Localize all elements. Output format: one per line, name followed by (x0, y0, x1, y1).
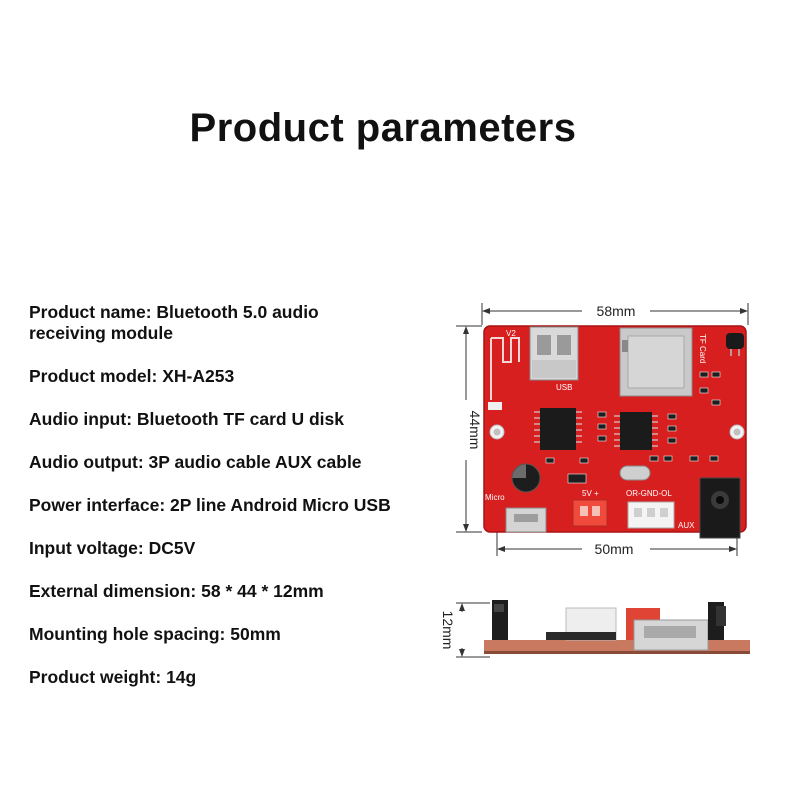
power-label: 5V + (582, 489, 599, 498)
crystal-oscillator (619, 465, 651, 481)
spec-product-model: Product model: XH-A253 (29, 366, 235, 386)
micro-label: Micro (485, 493, 505, 502)
version-label: V2 (506, 329, 516, 338)
width-label: 58mm (597, 303, 636, 319)
ir-receiver (726, 333, 744, 356)
spec-product-weight: Product weight: 14g (29, 667, 197, 687)
power-header (572, 499, 608, 527)
thickness-dimension (456, 602, 490, 658)
spec-external-dimension: External dimension: 58 * 44 * 12mm (29, 581, 324, 601)
amp-ic (620, 412, 652, 450)
main-ic (540, 408, 576, 450)
main-ic-pins (534, 411, 582, 443)
height-label: 44mm (467, 411, 483, 450)
tf-card-label: TF Card (698, 334, 707, 363)
output-label: OR-GND-OL (626, 489, 672, 498)
page-title: Product parameters (189, 106, 577, 150)
spec-audio-output: Audio output: 3P audio cable AUX cable (29, 452, 362, 472)
micro-usb-port (505, 507, 547, 533)
spec-input-voltage: Input voltage: DC5V (29, 538, 196, 558)
spec-hole-spacing: Mounting hole spacing: 50mm (29, 624, 281, 644)
pcb-board-side (484, 600, 750, 654)
spec-list: Product name: Bluetooth 5.0 audio receiv… (29, 302, 459, 710)
output-header (627, 501, 675, 529)
width-dimension (481, 303, 749, 325)
thickness-label: 12mm (440, 611, 456, 650)
smd-components (545, 371, 721, 484)
height-dimension (456, 325, 482, 533)
capacitor (511, 463, 541, 493)
spec-audio-input: Audio input: Bluetooth TF card U disk (29, 409, 344, 429)
aux-label: AUX (678, 521, 695, 530)
usb-label: USB (556, 383, 572, 392)
antenna-trace (488, 337, 520, 410)
spec-product-name: Product name: Bluetooth 5.0 audio receiv… (29, 302, 319, 343)
hole-spacing-label: 50mm (595, 541, 634, 557)
aux-jack (699, 477, 741, 539)
tf-card-slot (619, 327, 693, 397)
usb-port (529, 326, 579, 381)
spec-power-interface: Power interface: 2P line Android Micro U… (29, 495, 391, 515)
pcb-board-top: V2 USB TF Card (483, 325, 747, 539)
